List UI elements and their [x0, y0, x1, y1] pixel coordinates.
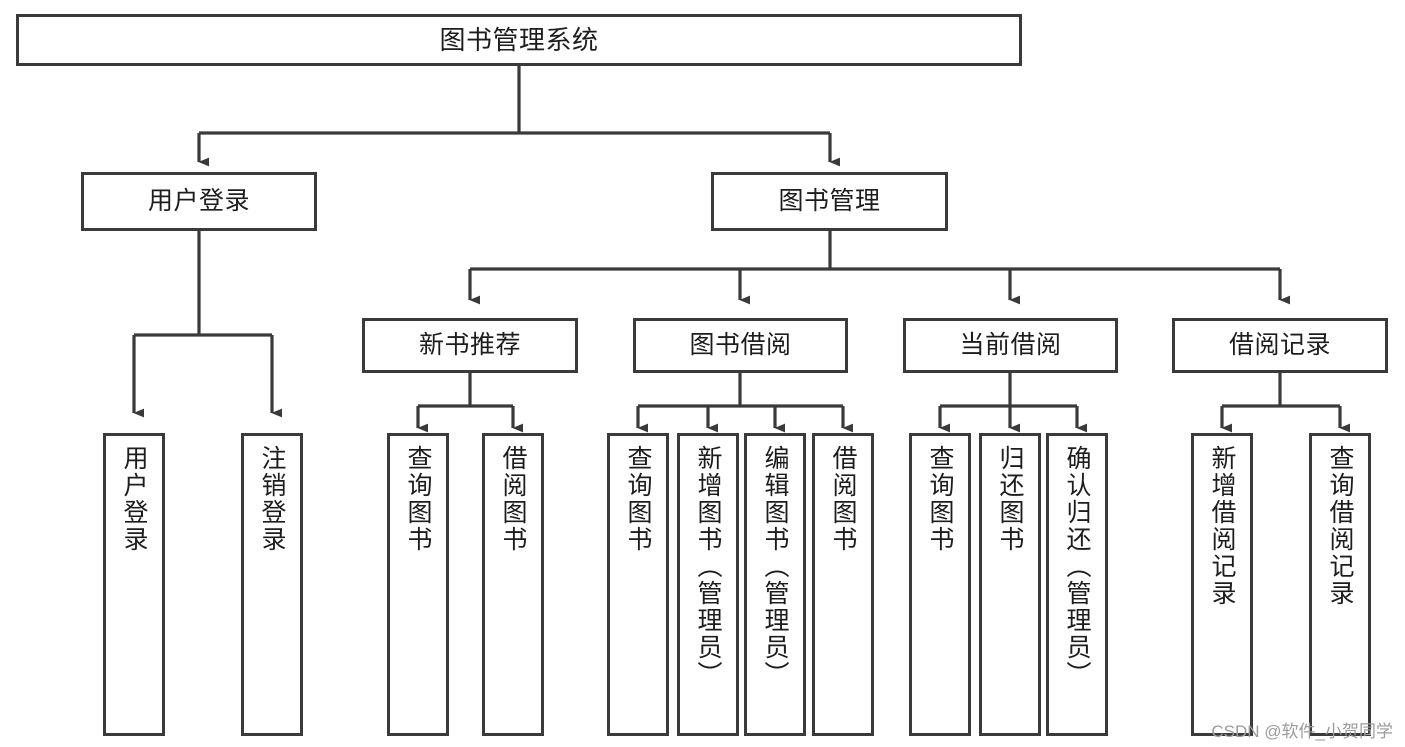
node-label: 图书管理 — [778, 186, 881, 215]
node-label: 查询图书 — [404, 445, 432, 553]
node-borrow-record[interactable]: 借阅记录 — [1172, 318, 1388, 373]
node-leaf-user-login[interactable]: 用户登录 — [103, 433, 165, 736]
node-label: 图书借阅 — [689, 330, 792, 359]
node-leaf-confirm-return[interactable]: 确认归还（管理员） — [1046, 433, 1108, 736]
node-current-borrow[interactable]: 当前借阅 — [903, 318, 1118, 373]
node-label: 图书管理系统 — [439, 24, 599, 55]
node-label: 编辑图书（管理员） — [761, 445, 789, 688]
node-label: 借阅图书 — [829, 445, 857, 553]
node-leaf-query-book-1[interactable]: 查询图书 — [387, 433, 449, 736]
node-label: 归还图书 — [996, 445, 1024, 553]
node-label: 借阅记录 — [1228, 330, 1331, 359]
node-new-book-recommend[interactable]: 新书推荐 — [362, 318, 578, 373]
node-label: 借阅图书 — [499, 445, 527, 553]
node-leaf-add-book[interactable]: 新增图书（管理员） — [677, 433, 739, 736]
node-label: 查询图书 — [624, 445, 652, 553]
node-label: 新书推荐 — [418, 330, 521, 359]
node-leaf-return-book[interactable]: 归还图书 — [979, 433, 1041, 736]
node-leaf-logout[interactable]: 注销登录 — [241, 433, 303, 736]
node-label: 查询借阅记录 — [1326, 445, 1354, 607]
node-label: 新增图书（管理员） — [694, 445, 722, 688]
node-label: 用户登录 — [120, 445, 148, 553]
node-label: 注销登录 — [258, 445, 286, 553]
node-label: 确认归还（管理员） — [1063, 445, 1091, 688]
node-leaf-borrow-book-1[interactable]: 借阅图书 — [482, 433, 544, 736]
node-leaf-borrow-book-2[interactable]: 借阅图书 — [812, 433, 874, 736]
node-leaf-query-book-2[interactable]: 查询图书 — [607, 433, 669, 736]
node-leaf-edit-book[interactable]: 编辑图书（管理员） — [744, 433, 806, 736]
node-user-login[interactable]: 用户登录 — [81, 172, 317, 231]
csdn-watermark: CSDN @软件_小贺同学 — [1211, 722, 1393, 741]
node-label: 新增借阅记录 — [1208, 445, 1236, 607]
node-leaf-query-record[interactable]: 查询借阅记录 — [1309, 433, 1371, 736]
node-leaf-query-book-3[interactable]: 查询图书 — [909, 433, 971, 736]
node-book-management[interactable]: 图书管理 — [711, 172, 948, 231]
node-leaf-add-record[interactable]: 新增借阅记录 — [1191, 433, 1253, 736]
node-label: 当前借阅 — [959, 330, 1062, 359]
node-book-borrow[interactable]: 图书借阅 — [633, 318, 848, 373]
node-root-book-management-system[interactable]: 图书管理系统 — [16, 14, 1022, 66]
node-label: 查询图书 — [926, 445, 954, 553]
node-label: 用户登录 — [147, 186, 250, 215]
